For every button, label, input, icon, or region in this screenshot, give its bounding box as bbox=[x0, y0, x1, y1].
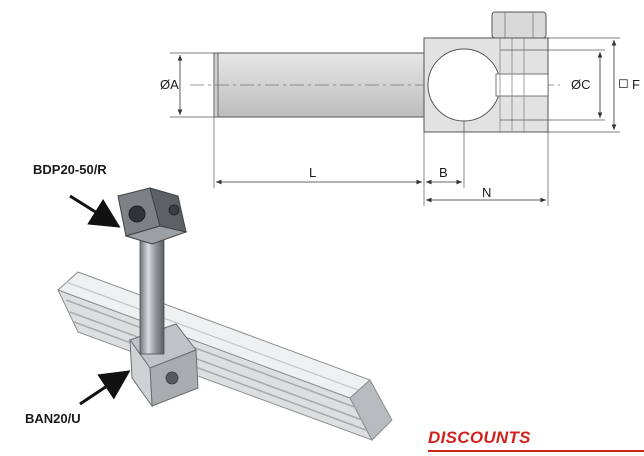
dimension-c-f-lines bbox=[500, 37, 620, 133]
label-diameter-a: ØA bbox=[160, 77, 179, 92]
label-dim-b: B bbox=[439, 165, 448, 180]
label-square-f: F bbox=[632, 77, 640, 92]
discounts-underline bbox=[428, 450, 644, 452]
square-symbol-icon: ◻ bbox=[618, 75, 629, 90]
label-length-l: L bbox=[309, 165, 317, 180]
pointer-arrow-lower bbox=[79, 370, 131, 406]
label-diameter-c: ØC bbox=[571, 77, 591, 92]
part-label-lower: BAN20/U bbox=[25, 411, 81, 426]
part-label-upper: BDP20-50/R bbox=[33, 162, 107, 177]
discounts-heading: DISCOUNTS bbox=[428, 428, 531, 447]
dimension-a-line bbox=[170, 52, 214, 118]
product-illustration bbox=[57, 187, 393, 441]
label-dim-n: N bbox=[482, 185, 492, 200]
clamp-body-shape bbox=[423, 11, 549, 133]
pointer-arrow-upper bbox=[69, 194, 121, 228]
dimension-l-b-n-lines bbox=[213, 117, 549, 206]
